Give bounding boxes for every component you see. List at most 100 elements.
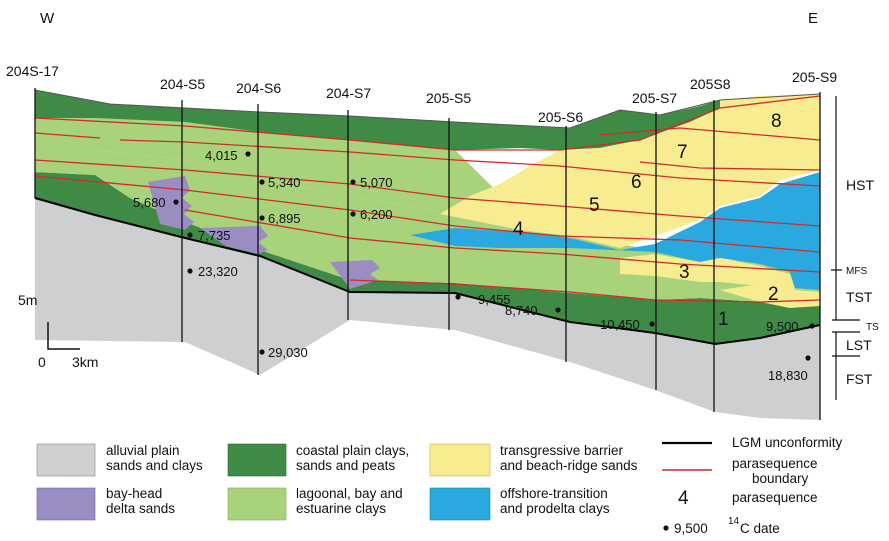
date-label: 9,500 <box>766 319 799 334</box>
legend-date-superscript: 14 <box>728 516 740 527</box>
well-label: 205-S7 <box>632 90 677 106</box>
parasequence-number: 4 <box>513 219 524 240</box>
date-label: 23,320 <box>198 264 238 279</box>
parasequence-number: 3 <box>679 262 690 283</box>
legend-label: sands and peats <box>296 458 395 473</box>
legend-swatch-bayhead <box>36 487 96 521</box>
parasequence-number: 6 <box>631 172 642 193</box>
west-label: W <box>40 10 55 27</box>
date-dot <box>805 355 811 361</box>
date-dot <box>350 211 356 217</box>
date-label: 6,895 <box>268 211 301 226</box>
legend-label: and beach-ridge sands <box>500 458 638 473</box>
well-labels: 204S-17 204-S5 204-S6 204-S7 205-S5 205-… <box>6 63 837 125</box>
date-label: 18,830 <box>768 368 808 383</box>
boundary-line <box>639 161 821 171</box>
wells <box>34 88 821 420</box>
offshore-unit <box>410 172 820 290</box>
scale-lines <box>47 322 80 350</box>
legend-swatch-lagoonal <box>227 487 287 521</box>
date-label: 9,455 <box>478 292 511 307</box>
well-label: 204-S5 <box>160 76 205 92</box>
date-dot <box>649 321 655 327</box>
date-dot <box>809 323 815 329</box>
parasequence-numbers: 1 2 3 4 5 6 7 8 <box>513 111 782 330</box>
legend-swatch-offshore <box>429 487 491 521</box>
ts-label: TS <box>866 322 879 333</box>
parasequence-number: 1 <box>718 309 729 330</box>
well-label: 205-S6 <box>538 109 583 125</box>
legend-swatch-alluvial <box>36 443 96 477</box>
well-label: 204-S7 <box>326 85 371 101</box>
parasequence-boundaries <box>34 95 821 303</box>
legend-label: boundary <box>752 471 809 486</box>
legend-label: sands and clays <box>106 458 203 473</box>
legend-label: LGM unconformity <box>732 435 843 450</box>
date-dot <box>259 349 265 355</box>
legend-date-dot <box>663 525 669 531</box>
date-label: 4,015 <box>205 148 238 163</box>
lst-label: LST <box>846 337 872 353</box>
date-label: 5,680 <box>133 195 166 210</box>
date-dot <box>245 151 251 157</box>
scale-bar: 5m 0 3km <box>18 292 98 370</box>
well-label: 205-S9 <box>792 69 837 85</box>
parasequence-number: 5 <box>589 195 600 216</box>
bay-head-delta-unit-2 <box>200 226 268 254</box>
legend-date-value: 9,500 <box>674 521 708 536</box>
date-dot <box>555 307 561 313</box>
parasequence-number: 7 <box>677 142 688 163</box>
legend-label: C date <box>740 521 780 536</box>
date-dot <box>350 179 356 185</box>
boundary-line <box>34 175 821 253</box>
vertical-scale-label: 5m <box>18 292 37 308</box>
parasequence-number: 2 <box>768 284 779 305</box>
legend-parasequence-number: 4 <box>678 488 689 509</box>
legend-label: parasequence <box>732 456 818 471</box>
radiocarbon-dates: 4,015 5,340 5,070 5,680 6,895 6,200 7,73… <box>133 148 815 383</box>
legend-label: estuarine clays <box>296 501 386 516</box>
well-label: 204S-17 <box>6 63 59 79</box>
well-label: 205-S5 <box>426 90 471 106</box>
date-dot <box>187 268 193 274</box>
date-label: 5,070 <box>360 175 393 190</box>
boundary-line <box>34 132 821 187</box>
date-dot <box>187 232 193 238</box>
boundary-line <box>349 279 821 303</box>
legend-label: and prodelta clays <box>500 501 610 516</box>
date-label: 10,450 <box>600 317 640 332</box>
barrier-ps2-unit <box>720 284 820 308</box>
coastal-plain-top-unit <box>35 90 720 150</box>
legend-label: transgressive barrier <box>500 443 624 458</box>
legend-label: parasequence <box>732 490 818 505</box>
east-label: E <box>808 10 818 27</box>
bay-head-delta-unit-3 <box>330 260 380 289</box>
mfs-label: MFS <box>846 266 867 277</box>
date-label: 7,735 <box>198 228 231 243</box>
systems-tracts: HST MFS TST TS LST FST <box>831 96 879 400</box>
well-label: 205S8 <box>690 76 731 92</box>
horizontal-scale-label: 3km <box>72 354 98 370</box>
date-dot <box>173 199 179 205</box>
scale-zero-label: 0 <box>38 354 46 370</box>
legend-label: lagoonal, bay and <box>296 486 403 501</box>
date-label: 6,200 <box>360 207 393 222</box>
legend-label: bay-head <box>106 486 162 501</box>
date-label: 8,740 <box>505 303 538 318</box>
coastal-plain-basal-unit <box>35 172 820 344</box>
legend-swatch-coastal <box>227 443 287 477</box>
boundary-line <box>184 209 821 273</box>
well-label: 204-S6 <box>236 80 281 96</box>
legend: alluvial plain sands and clays coastal p… <box>36 435 843 536</box>
alluvial-plain-unit <box>35 198 820 420</box>
legend-label: alluvial plain <box>106 443 180 458</box>
boundary-line <box>34 159 821 227</box>
section-body <box>35 90 820 420</box>
legend-label: delta sands <box>106 501 175 516</box>
parasequence-number: 8 <box>771 111 782 132</box>
date-dot <box>455 294 461 300</box>
legend-label: offshore-transition <box>500 486 608 501</box>
date-label: 29,030 <box>268 345 308 360</box>
section-top-line <box>34 89 821 129</box>
